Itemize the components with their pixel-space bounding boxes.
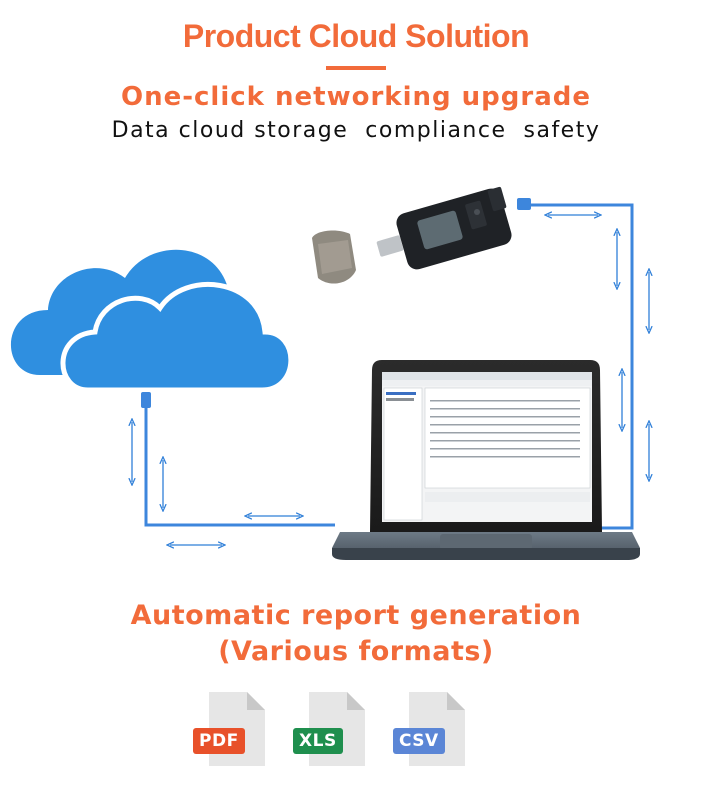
xls-file-icon: XLS (293, 690, 367, 768)
pdf-file-icon: PDF (193, 690, 267, 768)
title-underline (326, 66, 386, 70)
network-diagram (10, 186, 712, 560)
cloud-icon (10, 249, 294, 393)
csv-label: CSV (393, 728, 445, 754)
report-line-1: Automatic report generation (130, 600, 582, 631)
xls-label: XLS (293, 728, 343, 754)
device-port (517, 198, 531, 210)
subtitle: One-click networking upgrade (120, 82, 592, 112)
connection-lines (144, 203, 634, 530)
tagline: Data cloud storage compliance safety (111, 118, 601, 143)
laptop (332, 360, 640, 560)
report-line-2: (Various formats) (218, 636, 494, 667)
csv-file-icon: CSV (393, 690, 467, 768)
report-heading: Automatic report generation (Various for… (0, 598, 712, 670)
cloud-port (141, 392, 151, 408)
data-flow-arrows (132, 215, 649, 545)
page-title: Product Cloud Solution (182, 18, 530, 54)
pdf-label: PDF (193, 728, 245, 754)
usb-data-logger (312, 186, 512, 284)
